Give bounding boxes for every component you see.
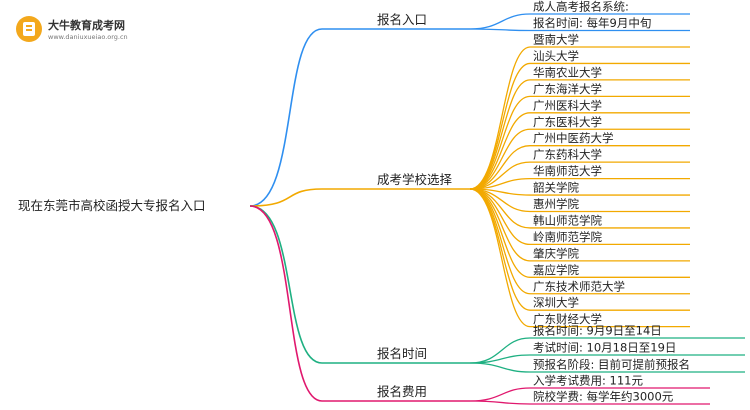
leaf-edge-fee	[469, 387, 531, 402]
leaf-label-schools: 岭南师范学院	[533, 230, 602, 244]
branch-label-fee: 报名费用	[377, 384, 427, 399]
leaf-edge-entry	[469, 13, 531, 30]
leaf-label-schools: 嘉应学院	[533, 263, 579, 277]
logo-title: 大牛教育成考网	[48, 19, 125, 32]
branch-label-schools: 成考学校选择	[377, 172, 453, 187]
branch-edge-fee	[249, 205, 323, 402]
logo-url: www.daniuxueiao.org.cn	[48, 33, 128, 41]
leaf-label-schools: 暨南大学	[533, 33, 579, 47]
leaf-label-time: 考试时间: 10月18日至19日	[533, 341, 676, 355]
leaf-label-schools: 韩山师范学院	[533, 213, 602, 227]
leaf-label-time: 预报名阶段: 目前可提前预报名	[533, 358, 690, 372]
branch-edge-schools	[249, 188, 323, 207]
site-logo: 大牛教育成考网 www.daniuxueiao.org.cn	[16, 14, 146, 48]
leaf-edge-schools	[469, 62, 531, 190]
leaf-label-schools: 惠州学院	[533, 197, 579, 211]
leaf-label-schools: 广州医科大学	[533, 98, 602, 112]
leaf-label-schools: 华南农业大学	[533, 65, 602, 79]
leaf-label-schools: 韶关学院	[533, 181, 579, 195]
leaf-label-schools: 华南师范大学	[533, 164, 602, 178]
leaf-label-schools: 广东医科大学	[533, 115, 602, 129]
book-logo-icon	[16, 16, 42, 42]
branch-label-entry: 报名入口	[377, 12, 427, 27]
branch-edge-time	[249, 205, 323, 364]
leaf-edge-schools	[469, 95, 531, 190]
mind-map-nodes: 现在东莞市高校函授大专报名入口 报名入口 成人高考报名系统: 报名时间: 每年9月中…	[18, 0, 690, 404]
branch-label-time: 报名时间	[377, 346, 427, 361]
leaf-label-schools: 汕头大学	[533, 49, 579, 63]
mind-map-edges	[249, 13, 745, 405]
root-node-label: 现在东莞市高校函授大专报名入口	[18, 198, 206, 213]
leaf-label-schools: 深圳大学	[533, 296, 579, 310]
leaf-edge-schools	[469, 79, 531, 190]
leaf-label-time: 报名时间: 9月9日至14日	[533, 324, 662, 338]
leaf-edge-time	[469, 362, 531, 373]
leaf-edge-entry	[469, 28, 531, 32]
branch-edge-entry	[249, 28, 323, 207]
leaf-label-schools: 广州中医药大学	[533, 131, 614, 145]
leaf-label-entry: 报名时间: 每年9月中旬	[533, 16, 651, 30]
leaf-label-schools: 广东技术师范大学	[533, 279, 625, 293]
leaf-edge-schools	[469, 188, 531, 278]
leaf-edge-schools	[469, 112, 531, 190]
leaf-edge-fee	[469, 400, 531, 405]
leaf-label-schools: 广东海洋大学	[533, 82, 602, 96]
leaf-label-schools: 广东财经大学	[533, 312, 602, 326]
leaf-label-fee: 入学考试费用: 111元	[533, 374, 643, 388]
leaf-edge-schools	[469, 145, 531, 190]
leaf-edge-schools	[469, 188, 531, 328]
leaf-label-fee: 院校学费: 每学年约3000元	[533, 390, 674, 404]
leaf-label-entry: 成人高考报名系统:	[533, 0, 629, 14]
leaf-label-schools: 广东药科大学	[533, 148, 602, 162]
leaf-label-schools: 肇庆学院	[533, 246, 579, 260]
